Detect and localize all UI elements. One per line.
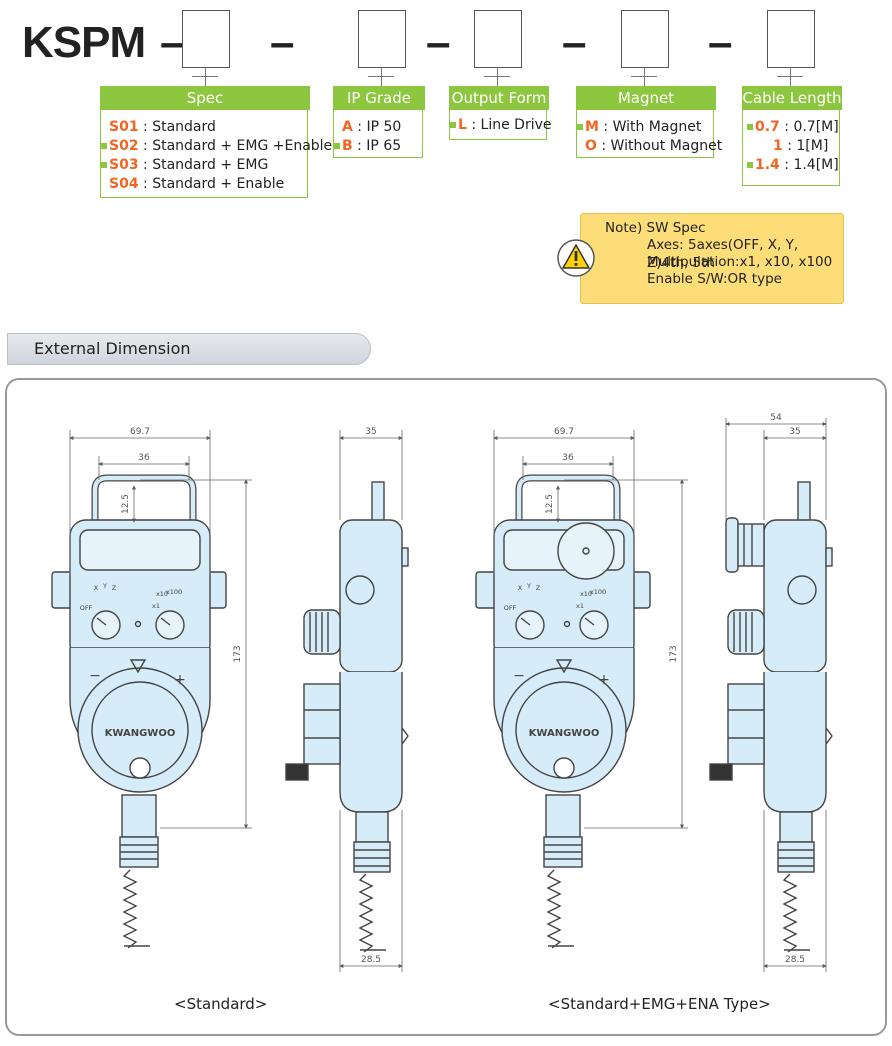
knob-label: X [518, 584, 523, 592]
svg-text:−: − [513, 668, 525, 684]
knob-label: OFF [504, 604, 517, 612]
front-view-emg [475, 474, 651, 949]
output-options: L : Line Drive [449, 110, 552, 140]
option-row: S04 : Standard + Enable [109, 176, 285, 192]
magnet-options: M : With Magnet O : Without Magnet [576, 110, 723, 158]
brand-logo: KWANGWOO [105, 728, 176, 739]
separator: – [562, 18, 587, 67]
note-line: Multipulation:x1, x10, x100 [647, 254, 833, 270]
knob-label: OFF [80, 604, 93, 612]
svg-text:+: + [598, 672, 610, 688]
dim-label: 54 [770, 413, 782, 423]
cable-options: 0.7 : 0.7[M] 1 : 1[M] 1.4 : 1.4[M] [742, 110, 840, 186]
separator: – [708, 18, 733, 67]
knob-label: x100 [166, 588, 182, 596]
caption-standard: <Standard> [174, 995, 268, 1013]
cable-header: Cable Length [742, 86, 842, 110]
code-box-cable [767, 10, 815, 68]
dim-label: 28.5 [785, 955, 805, 965]
dim-label: 36 [562, 453, 574, 463]
option-row: O : Without Magnet [585, 138, 723, 154]
ip-options: A : IP 50 B : IP 65 [333, 110, 423, 158]
svg-text:−: − [89, 668, 101, 684]
warning-icon [557, 239, 595, 277]
knob-label: Z [112, 584, 117, 592]
side-view-emg [709, 481, 833, 953]
model-prefix: KSPM [22, 18, 146, 67]
dim-label: 69.7 [554, 427, 574, 437]
knob-label: x1 [152, 602, 160, 610]
spec-header: Spec [100, 86, 310, 110]
code-box-ip [358, 10, 406, 68]
code-box-spec [182, 10, 230, 68]
section-tab: External Dimension [7, 333, 371, 365]
knob-label: x10 [580, 590, 592, 598]
dim-label: 35 [789, 427, 800, 437]
separator: – [270, 18, 295, 67]
knob-label: Y [526, 582, 531, 590]
ip-header: IP Grade [333, 86, 425, 110]
dim-label: 28.5 [361, 955, 381, 965]
output-header: Output Form [449, 86, 549, 110]
option-row: B : IP 65 [334, 137, 422, 156]
knob-label: x10 [156, 590, 168, 598]
caption-emg: <Standard+EMG+ENA Type> [548, 995, 771, 1013]
option-row: A : IP 50 [342, 119, 402, 135]
code-box-output [474, 10, 522, 68]
dim-label: 69.7 [130, 427, 150, 437]
option-row: 0.7 : 0.7[M] [747, 118, 839, 137]
note-title: Note) SW Spec [605, 220, 706, 236]
note-box: Note) SW Spec Axes: 5axes(OFF, X, Y, Z)4… [580, 213, 844, 304]
svg-text:+: + [174, 672, 186, 688]
side-view-standard [285, 481, 409, 953]
dim-label: 12.5 [121, 494, 131, 514]
dim-label: 36 [138, 453, 150, 463]
option-row: S01 : Standard [109, 119, 216, 135]
option-row: 1.4 : 1.4[M] [747, 156, 839, 175]
separator: – [160, 18, 185, 67]
spec-options: S01 : Standard S02 : Standard + EMG +Ena… [100, 110, 332, 198]
magnet-header: Magnet [576, 86, 716, 110]
section-title: External Dimension [34, 339, 191, 358]
option-row: S03 : Standard + EMG [101, 156, 307, 175]
option-row: 1 : 1[M] [773, 138, 829, 154]
note-line: Enable S/W:OR type [647, 271, 782, 287]
knob-label: Y [102, 582, 107, 590]
knob-label: Z [536, 584, 541, 592]
dim-label: 12.5 [545, 494, 555, 514]
option-row: S02 : Standard + EMG +Enable [101, 137, 332, 156]
option-row: M : With Magnet [577, 118, 713, 137]
dim-label: 35 [365, 427, 376, 437]
option-row: L : Line Drive [450, 116, 552, 135]
note-line: Axes: 5axes(OFF, X, Y, Z)4th, 5th [647, 237, 799, 271]
separator: – [426, 18, 451, 67]
knob-label: X [94, 584, 99, 592]
dim-label: 173 [233, 645, 243, 662]
dim-label: 173 [669, 645, 679, 662]
knob-label: x100 [590, 588, 606, 596]
front-view-standard [51, 474, 227, 949]
brand-logo: KWANGWOO [529, 728, 600, 739]
code-box-magnet [621, 10, 669, 68]
knob-label: x1 [576, 602, 584, 610]
